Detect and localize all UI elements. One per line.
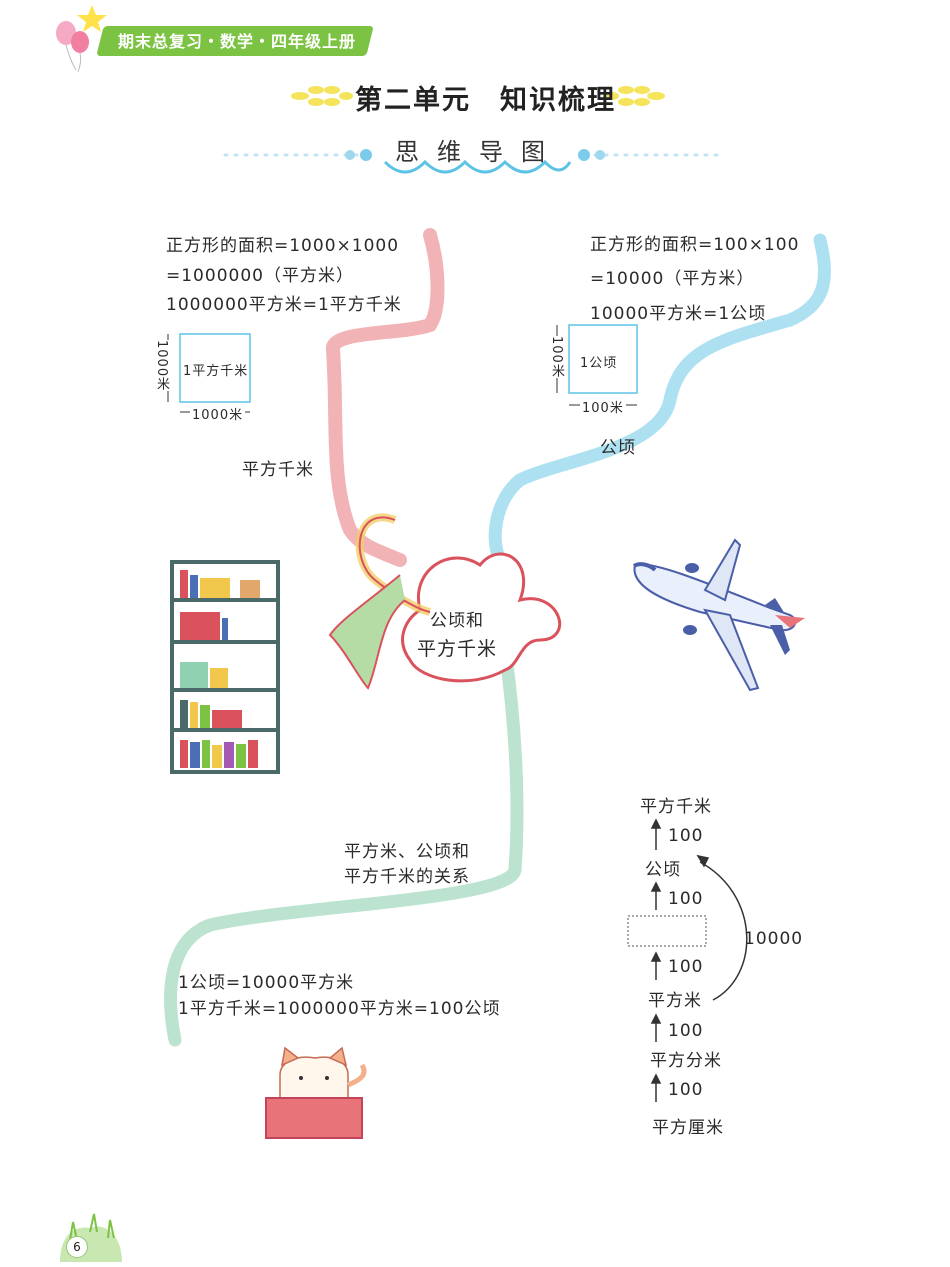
ha-branch-label: 公顷 (600, 438, 636, 458)
relation-fact-1: 1公顷=10000平方米 (178, 973, 355, 993)
ladder-unit-ha: 公顷 (645, 860, 681, 880)
center-label-line1: 公顷和 (430, 611, 484, 631)
km2-branch-label: 平方千米 (242, 460, 314, 480)
page-number: 6 (66, 1236, 88, 1258)
ladder-rate-2: 100 (668, 889, 704, 909)
ladder-rate-1: 100 (668, 826, 704, 846)
wheat-left-icon (291, 86, 353, 106)
relation-label-line1: 平方米、公顷和 (344, 842, 470, 862)
ladder-unit-m2: 平方米 (648, 991, 702, 1011)
km2-formula-1: 正方形的面积=1000×1000 (166, 236, 400, 256)
km2-square-label: 1平方千米 (183, 364, 249, 379)
km2-side-horizontal: 1000米 (190, 404, 246, 423)
km2-formula-3: 1000000平方米=1平方千米 (166, 295, 402, 315)
ha-formula-1: 正方形的面积=100×100 (590, 235, 800, 255)
bookshelf-icon (170, 560, 280, 774)
ha-side-horizontal: 100米 (580, 397, 626, 416)
blank-unit-box (627, 915, 707, 947)
page-subtitle: 思维导图 (395, 138, 563, 166)
ladder-unit-dm2: 平方分米 (650, 1051, 722, 1071)
relation-label-line2: 平方千米的关系 (344, 867, 470, 887)
ha-formula-3: 10000平方米=1公顷 (590, 304, 767, 324)
balloons-icon (56, 5, 107, 73)
header-banner-text: 期末总复习・数学・四年级上册 (118, 32, 357, 51)
airplane-icon (632, 538, 805, 692)
ladder-rate-4: 100 (668, 1021, 704, 1041)
subtitle-decoration (223, 149, 727, 174)
ha-square-label: 1公顷 (580, 356, 618, 371)
center-bubble (401, 552, 562, 683)
ladder-unit-cm2: 平方厘米 (652, 1118, 724, 1138)
km2-side-vertical: 1000米 (152, 340, 171, 392)
center-label-line2: 平方千米 (417, 638, 498, 660)
wheat-right-icon (605, 86, 665, 106)
ladder-rate-5: 100 (668, 1080, 704, 1100)
ha-side-vertical: 100米 (547, 336, 566, 378)
unit-ladder-arrows (650, 818, 748, 1102)
ha-formula-2: =10000（平方米） (590, 269, 755, 289)
page-title: 第二单元 知识梳理 (355, 85, 616, 116)
km2-formula-2: =1000000（平方米） (166, 266, 354, 286)
ladder-rate-3: 100 (668, 957, 704, 977)
ladder-skip-rate: 10000 (744, 929, 804, 949)
ladder-unit-km2: 平方千米 (640, 797, 712, 817)
relation-fact-2: 1平方千米=1000000平方米=100公顷 (178, 999, 501, 1019)
cat-icon (265, 1046, 367, 1139)
